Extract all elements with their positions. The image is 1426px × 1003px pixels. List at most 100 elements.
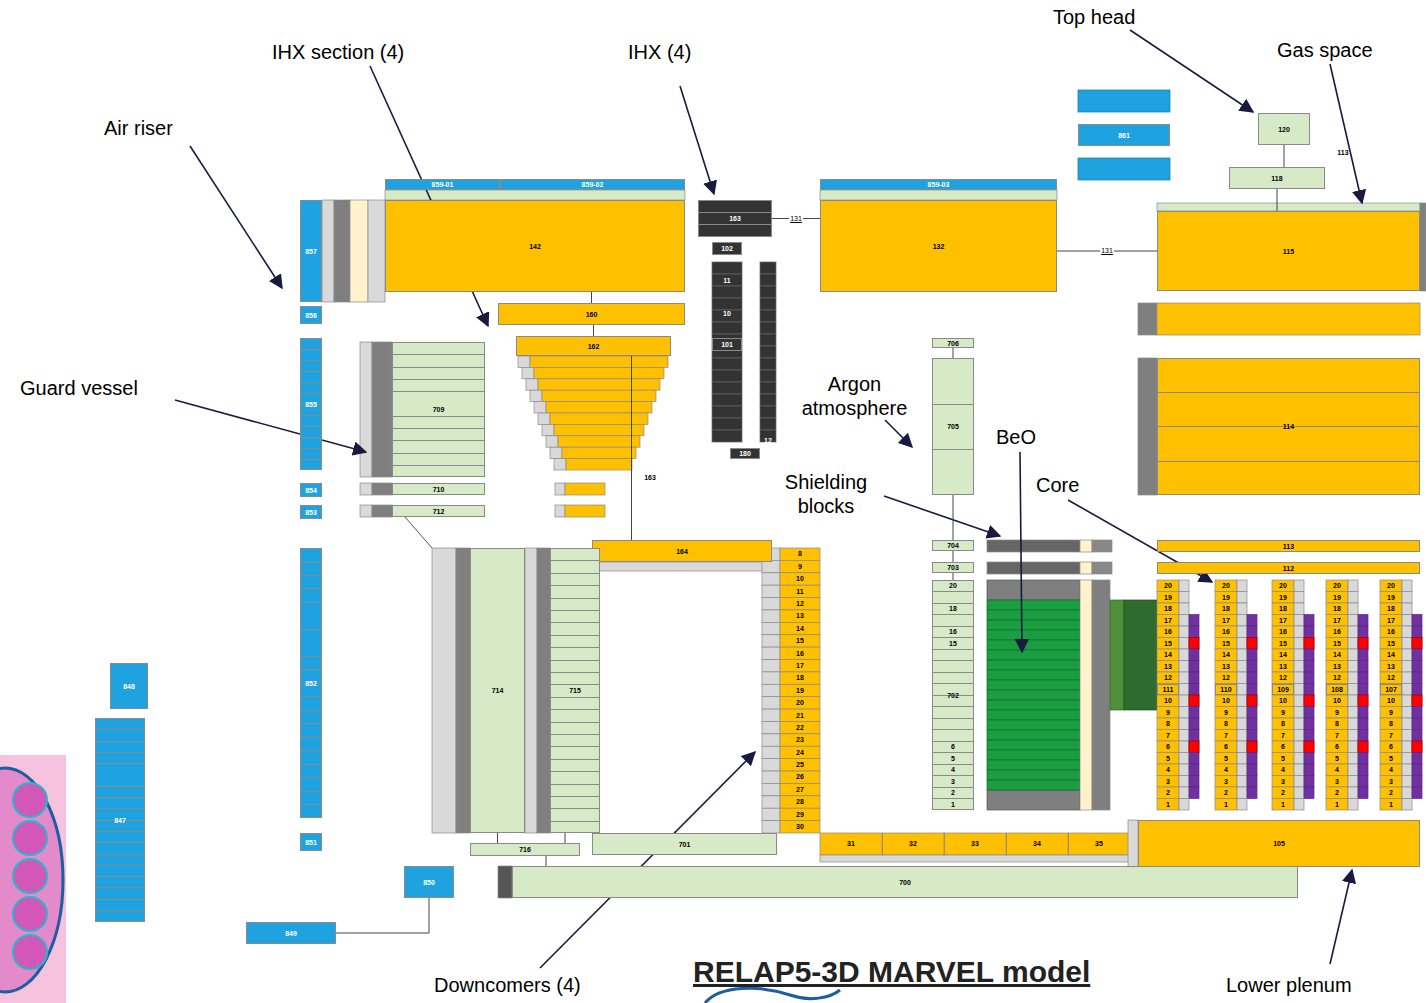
volume-box: 850 bbox=[404, 866, 454, 898]
volume-cell bbox=[1294, 718, 1304, 730]
cell-number: 12 bbox=[1380, 672, 1402, 684]
volume-cell bbox=[372, 342, 392, 477]
volume-box: 112 bbox=[1157, 562, 1420, 574]
volume-cell bbox=[360, 505, 372, 517]
cell-number: 1 bbox=[1326, 799, 1348, 811]
volume-cell bbox=[1092, 562, 1112, 574]
volume-cell bbox=[1237, 707, 1247, 719]
fuel-cell bbox=[1358, 707, 1368, 719]
cell-number: 20 bbox=[1272, 580, 1294, 592]
volume-cell bbox=[1237, 661, 1247, 673]
cell-number: 18 bbox=[1380, 603, 1402, 615]
volume-cell bbox=[1080, 562, 1092, 574]
volume-cell bbox=[1157, 672, 1179, 684]
volume-cell bbox=[1179, 753, 1189, 765]
cell-number: 163 bbox=[640, 472, 660, 484]
volume-cell bbox=[1348, 649, 1358, 661]
diagram-title: RELAP5-3D MARVEL model bbox=[693, 955, 1090, 989]
cell-number: 12 bbox=[760, 435, 776, 447]
fuel-cell bbox=[1412, 776, 1422, 788]
cell-number: 16 bbox=[1215, 626, 1237, 638]
volume-cell bbox=[1179, 592, 1189, 604]
volume-cell bbox=[1380, 764, 1402, 776]
cell-number: 3 bbox=[1380, 776, 1402, 788]
fuel-cell bbox=[1412, 695, 1422, 707]
fuel-cell bbox=[1412, 787, 1422, 799]
volume-cell bbox=[1326, 764, 1348, 776]
volume-cell bbox=[1402, 615, 1412, 627]
fuel-cell bbox=[1358, 649, 1368, 661]
cell-number: 16 bbox=[1326, 626, 1348, 638]
cell-number: 7 bbox=[1157, 730, 1179, 742]
volume-cell bbox=[780, 783, 820, 795]
fuel-cell bbox=[1247, 649, 1257, 661]
volume-cell bbox=[712, 298, 742, 310]
volume-cell bbox=[1380, 776, 1402, 788]
volume-cell bbox=[882, 833, 884, 855]
component-number: 112 bbox=[1283, 565, 1294, 572]
cell-number: 1 bbox=[1215, 799, 1237, 811]
cell-number: 18 bbox=[1272, 603, 1294, 615]
volume-cell bbox=[1294, 661, 1304, 673]
component-number: 848 bbox=[123, 683, 135, 690]
volume-cell bbox=[1294, 799, 1304, 811]
fuel-cell bbox=[1189, 695, 1199, 707]
cell-number: 19 bbox=[1272, 592, 1294, 604]
volume-cell bbox=[1272, 580, 1294, 592]
core-section-figure bbox=[13, 897, 47, 931]
leader-arrow bbox=[1330, 64, 1362, 203]
cell-number: 10 bbox=[1157, 695, 1179, 707]
volume-cell bbox=[565, 505, 605, 517]
volume-cell bbox=[1402, 730, 1412, 742]
cell-number: 9 bbox=[1380, 707, 1402, 719]
fuel-cell bbox=[1304, 753, 1314, 765]
volume-cell bbox=[1294, 638, 1304, 650]
volume-cell bbox=[562, 447, 636, 458]
volume-cell bbox=[1179, 764, 1189, 776]
volume-cell bbox=[780, 684, 820, 696]
annotation-label: Shielding blocks bbox=[770, 470, 882, 518]
cell-number: 8 bbox=[780, 548, 820, 560]
volume-cell bbox=[1179, 741, 1189, 753]
volume-cell bbox=[1380, 638, 1402, 650]
fuel-cell bbox=[1304, 730, 1314, 742]
volume-cell bbox=[372, 483, 392, 495]
component-number: 180 bbox=[739, 450, 751, 457]
volume-cell bbox=[762, 647, 780, 659]
cell-number: 12 bbox=[1272, 672, 1294, 684]
component-number: 118 bbox=[1271, 175, 1282, 182]
volume-box: 854 bbox=[300, 483, 322, 497]
beo-layer bbox=[987, 760, 1080, 770]
junction-line bbox=[1277, 189, 1278, 211]
volume-cell bbox=[712, 262, 742, 274]
volume-cell bbox=[1179, 799, 1189, 811]
volume-cell bbox=[820, 833, 1130, 855]
volume-cell bbox=[1326, 615, 1348, 627]
volume-cell bbox=[1348, 741, 1358, 753]
volume-cell bbox=[1272, 730, 1294, 742]
volume-cell bbox=[1294, 615, 1304, 627]
volume-cell bbox=[1272, 661, 1294, 673]
fuel-cell bbox=[1412, 707, 1422, 719]
volume-cell bbox=[498, 866, 512, 898]
beo-layer bbox=[987, 780, 1080, 790]
volume-cell bbox=[1294, 753, 1304, 765]
component-number: 703 bbox=[947, 564, 959, 571]
fuel-cell bbox=[1358, 638, 1368, 650]
volume-cell bbox=[542, 424, 554, 435]
volume-cell bbox=[1326, 649, 1348, 661]
volume-cell bbox=[1402, 718, 1412, 730]
volume-box: 180 bbox=[730, 448, 760, 459]
component-number: 142 bbox=[529, 243, 541, 250]
volume-cell bbox=[1348, 672, 1358, 684]
volume-cell bbox=[1326, 787, 1348, 799]
volume-cell bbox=[1157, 787, 1179, 799]
volume-cell bbox=[760, 358, 776, 370]
volume-cell bbox=[1402, 707, 1412, 719]
volume-cell bbox=[1348, 753, 1358, 765]
volume-cell bbox=[1348, 730, 1358, 742]
volume-cell bbox=[1215, 626, 1237, 638]
volume-cell bbox=[760, 286, 776, 298]
component-number: 715 bbox=[569, 687, 581, 694]
